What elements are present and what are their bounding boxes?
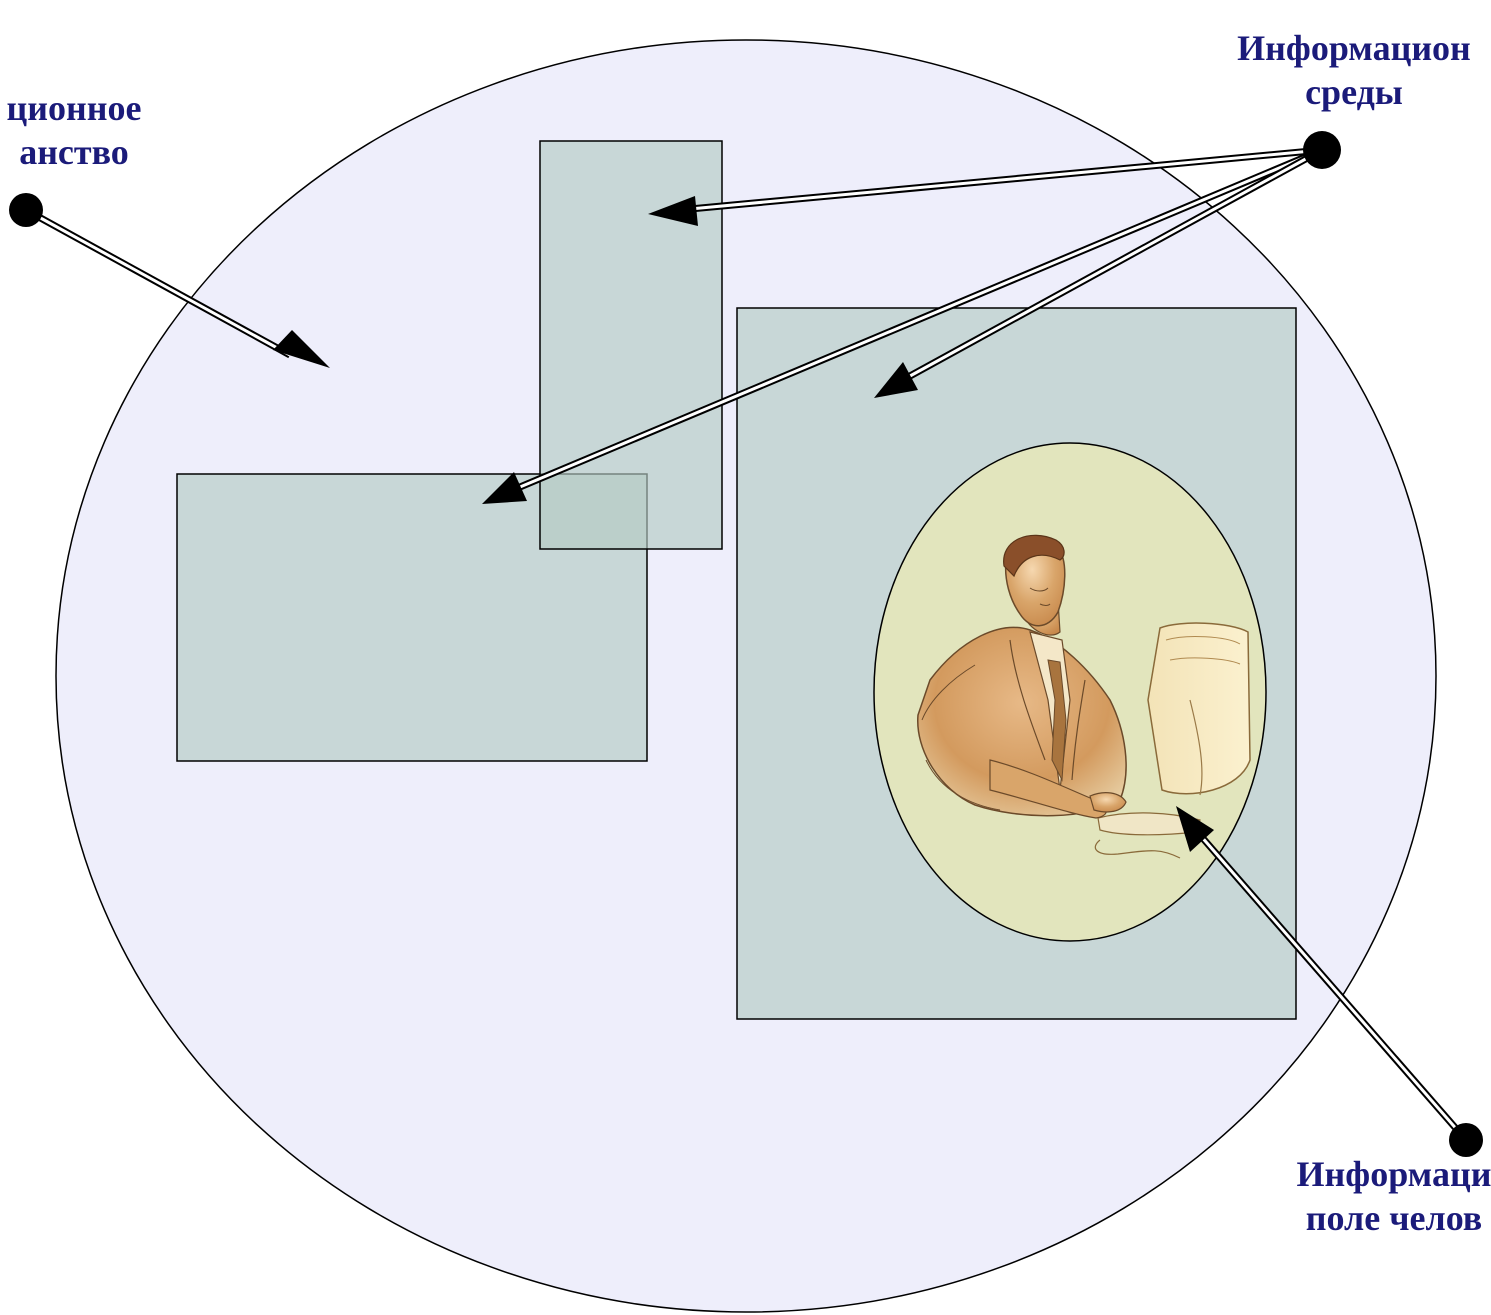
arrow-env-left <box>482 146 1324 504</box>
arrows <box>9 131 1483 1157</box>
arrow-env-top <box>648 146 1323 226</box>
label-human-information-field: Информаци поле челов <box>1234 1152 1491 1240</box>
label-information-space-line2: анство <box>19 132 129 172</box>
arrow-space <box>24 206 330 368</box>
label-human-information-field-line2: поле челов <box>1305 1198 1483 1238</box>
label-information-space: ционное анство <box>0 86 244 174</box>
label-information-environments-line1: Информацион <box>1237 28 1471 68</box>
arrow-source-dot-field <box>1449 1123 1483 1157</box>
arrow-source-dot-space <box>9 193 43 227</box>
label-information-environments: Информацион среды <box>1174 26 1491 114</box>
arrow-source-dot-environments <box>1303 131 1341 169</box>
arrow-field <box>1176 806 1469 1143</box>
person-at-computer-icon <box>917 534 1251 859</box>
arrow-env-right <box>874 146 1324 398</box>
label-information-environments-line2: среды <box>1305 72 1403 112</box>
label-information-space-line1: ционное <box>6 88 142 128</box>
label-human-information-field-line1: Информаци <box>1296 1154 1491 1194</box>
